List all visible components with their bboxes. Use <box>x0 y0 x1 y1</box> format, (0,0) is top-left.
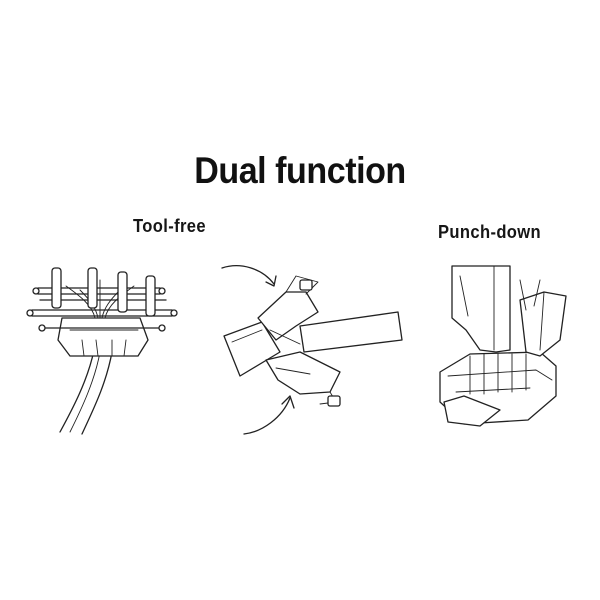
front-flap <box>443 395 501 427</box>
terminal-posts <box>51 267 156 317</box>
cable-outline <box>59 349 95 433</box>
lower-arrow <box>243 397 291 435</box>
punch-down-label: Punch-down <box>438 222 542 242</box>
tool-free-label: Tool-free <box>133 216 206 236</box>
punch-tool <box>451 265 511 353</box>
page-title: Dual function <box>194 150 406 191</box>
upper-arrow <box>221 265 275 285</box>
cable <box>299 311 403 353</box>
wire-ends <box>26 287 178 332</box>
jack-body <box>223 321 281 377</box>
idc-slots <box>469 353 527 395</box>
